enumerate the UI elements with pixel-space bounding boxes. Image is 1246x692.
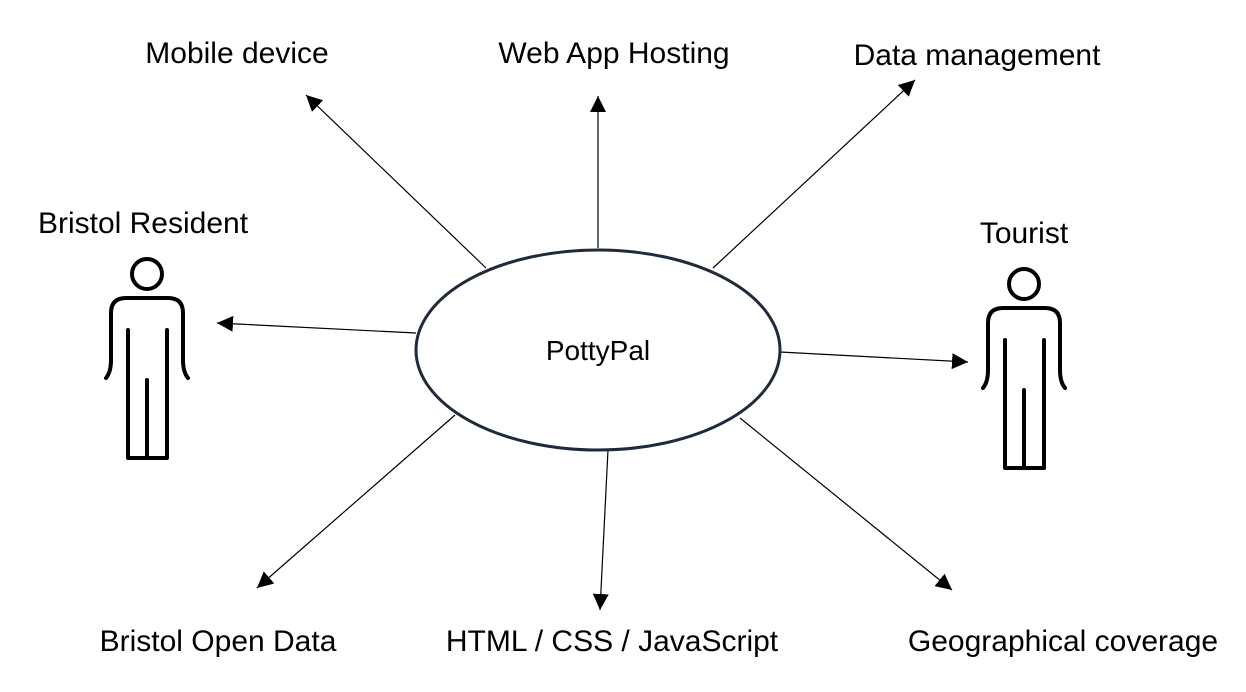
arrow-to-data-management [712,79,916,269]
tourist-label: Tourist [980,217,1069,250]
bristol-open-data-label: Bristol Open Data [100,625,337,658]
mobile-device-label: Mobile device [145,37,328,70]
bristol-resident-actor-icon [104,257,190,460]
arrow-to-geographical-coverage [739,417,953,591]
pottypal-label: PottyPal [546,335,650,366]
arrow-to-mobile-device [305,94,487,269]
arrow-to-tourist [779,351,969,370]
arrow-to-bristol-resident [216,315,417,334]
data-management-label: Data management [854,39,1101,72]
arrow-to-bristol-open-data [256,414,456,589]
pottypal-ellipse [414,248,782,452]
web-app-hosting-label: Web App Hosting [498,37,729,70]
tourist-actor-icon [981,267,1067,470]
geographical-coverage-label: Geographical coverage [908,625,1218,658]
arrow-to-html-css-js [592,449,609,611]
bristol-resident-label: Bristol Resident [38,207,249,240]
html-css-js-label: HTML / CSS / JavaScript [446,625,779,658]
